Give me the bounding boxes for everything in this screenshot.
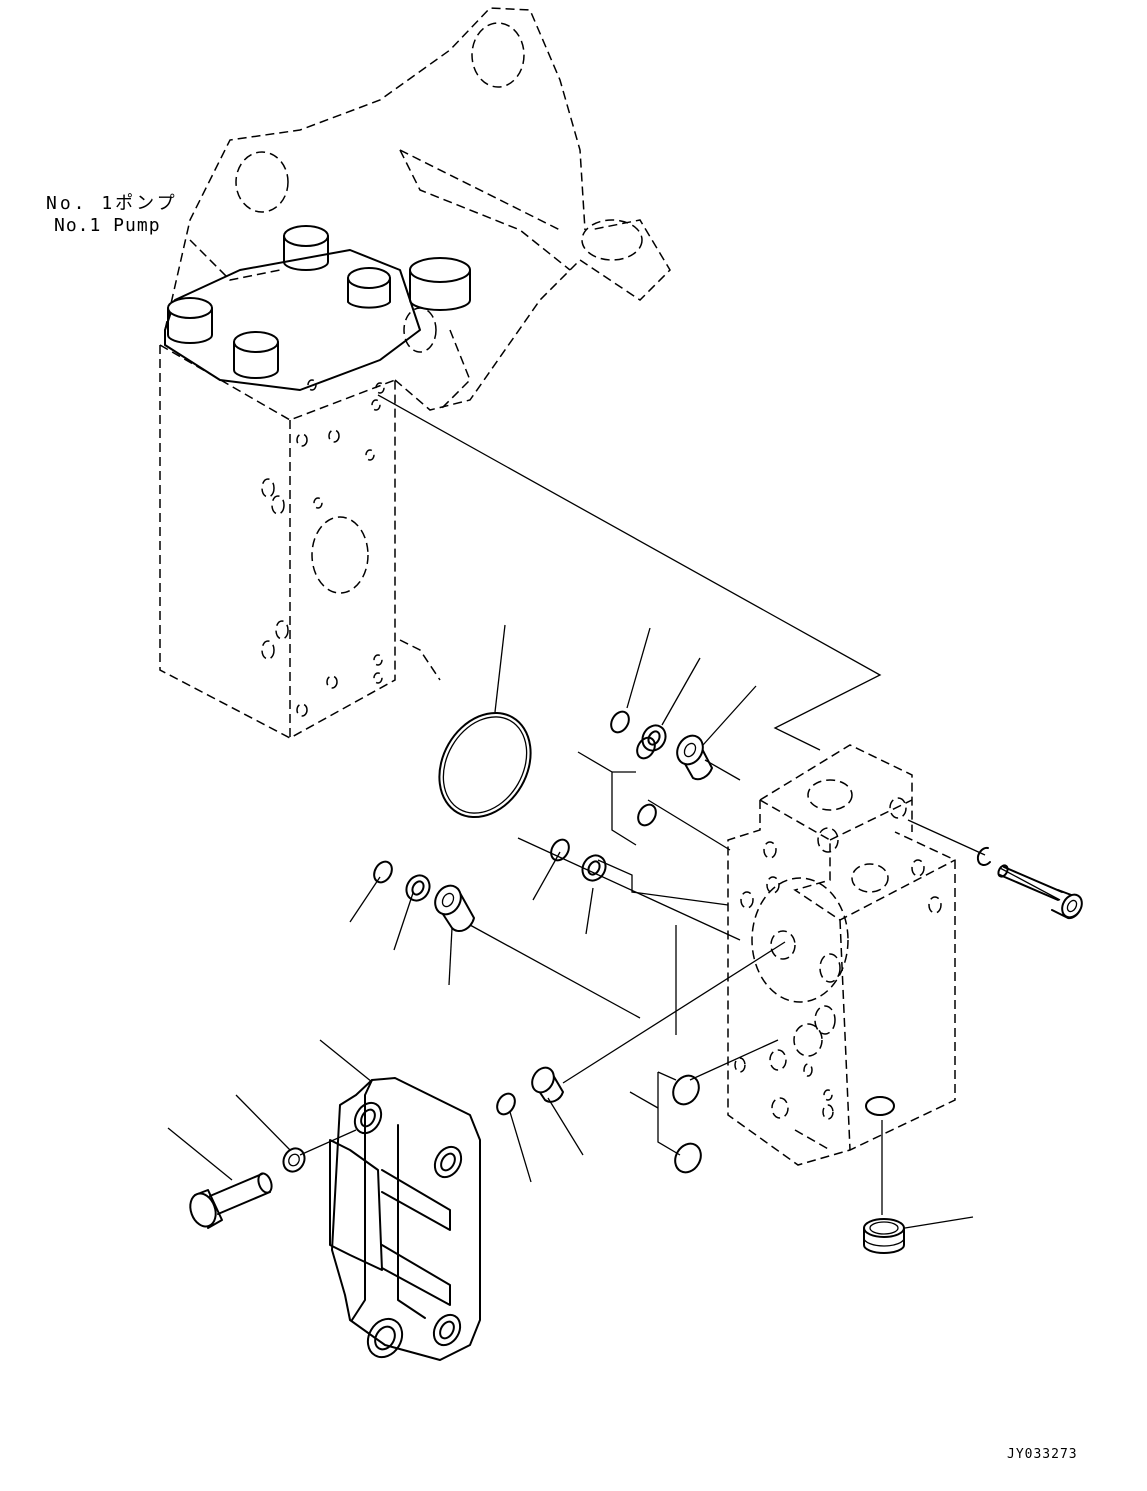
drawing-code: JY033273 [1007, 1447, 1078, 1462]
spacer-rings [405, 724, 667, 902]
pump-assembly [159, 7, 671, 739]
pump-label-japanese: No. 1ポンプ [46, 193, 178, 214]
plug [863, 1218, 905, 1254]
pump-label-english: No.1 Pump [54, 215, 161, 236]
snap-ring-bolt [976, 846, 1083, 920]
valve-block [727, 744, 956, 1166]
leader-lines [167, 394, 1061, 1229]
o-ring-large [438, 711, 532, 819]
collars [434, 734, 713, 1103]
mounting-bolt [189, 1147, 306, 1229]
o-rings-small [373, 710, 895, 1174]
cover-plate [329, 1077, 481, 1361]
